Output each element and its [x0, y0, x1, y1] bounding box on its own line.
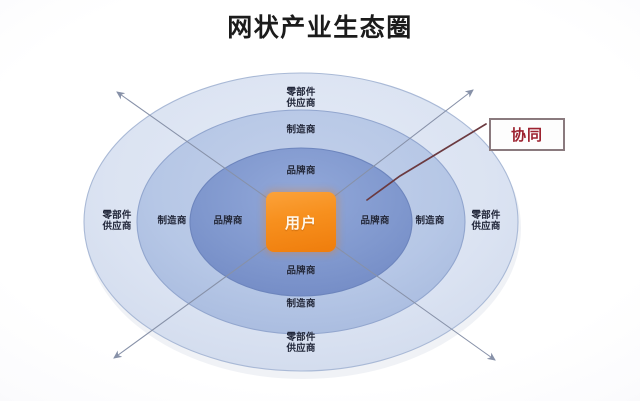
callout-synergy-label: 协同 [510, 126, 543, 144]
label-left-inner: 品牌商 [213, 215, 243, 227]
callout-synergy[interactable]: 协同 [489, 118, 565, 151]
label-bottom-inner: 品牌商 [286, 265, 316, 277]
label-right-middle: 制造商 [415, 215, 445, 227]
center-node-user[interactable]: 用户 [266, 192, 336, 252]
label-bottom-middle: 制造商 [286, 298, 316, 310]
label-right-inner: 品牌商 [360, 215, 390, 227]
label-left-middle: 制造商 [157, 215, 187, 227]
label-top-outer: 零部件 供应商 [286, 87, 316, 109]
callout-leader-line [366, 123, 487, 201]
label-left-outer: 零部件 供应商 [102, 210, 132, 232]
center-node-label: 用户 [284, 213, 317, 232]
label-top-middle: 制造商 [286, 124, 316, 136]
label-right-outer: 零部件 供应商 [471, 210, 501, 232]
page-title: 网状产业生态圈 [227, 13, 413, 42]
label-bottom-outer: 零部件 供应商 [286, 332, 316, 354]
label-top-inner: 品牌商 [286, 165, 316, 177]
